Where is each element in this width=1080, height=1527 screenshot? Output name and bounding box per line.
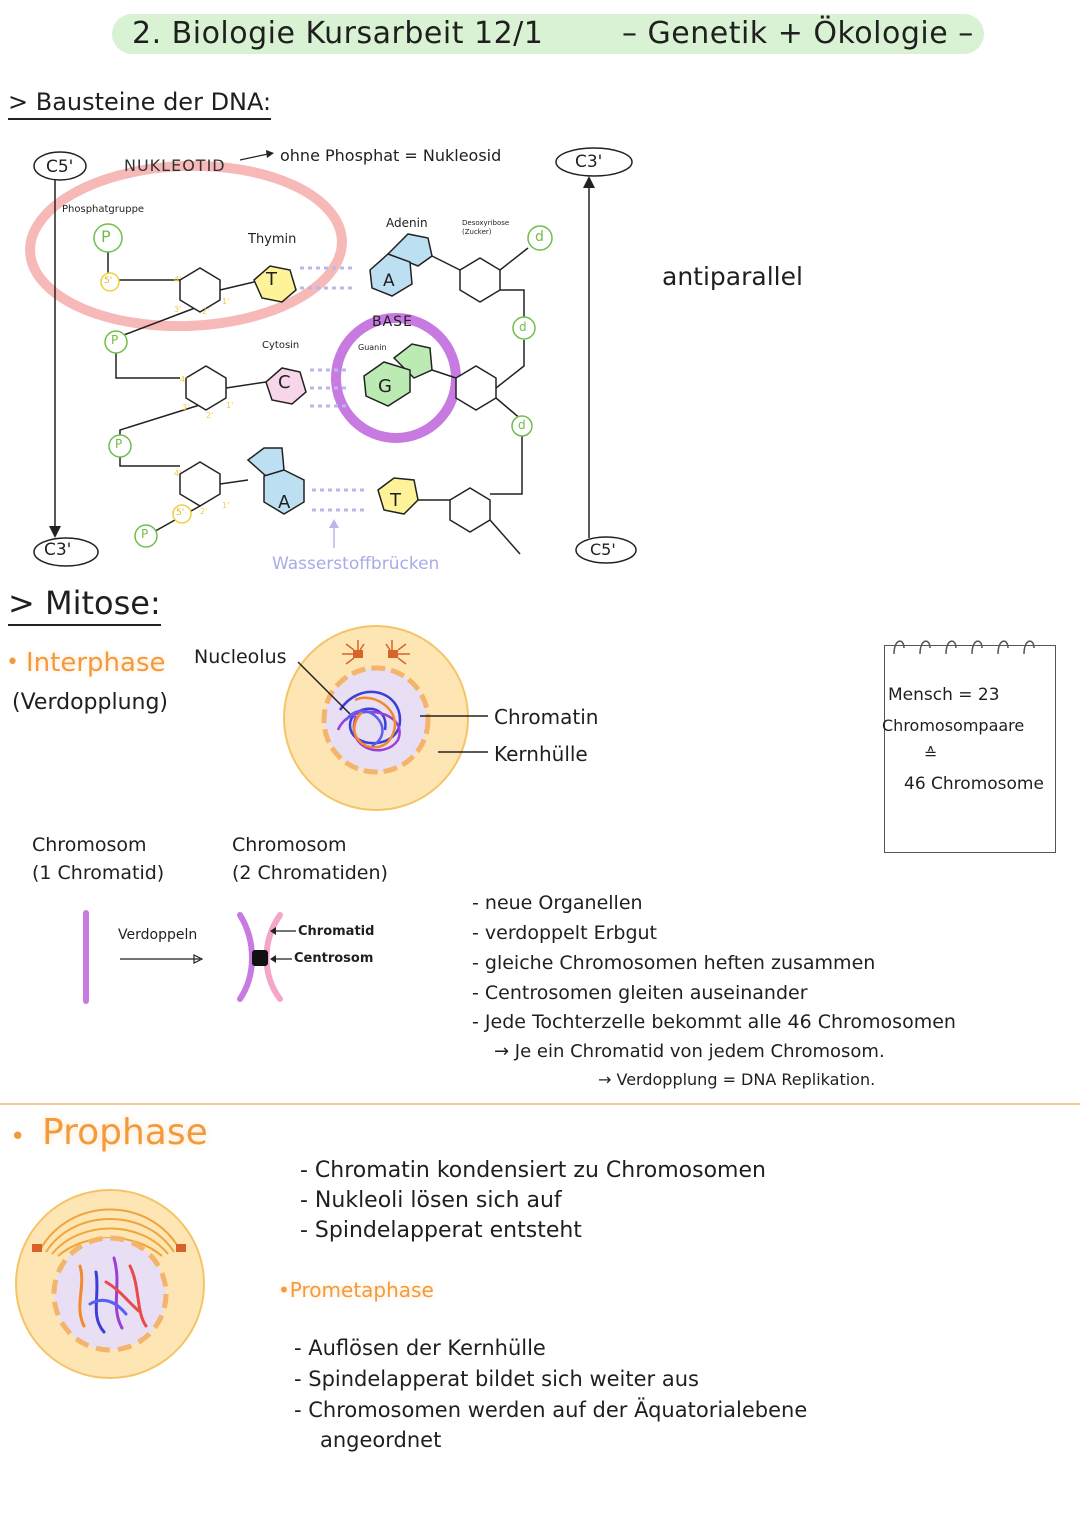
kernhuelle-label: Kernhülle (494, 742, 588, 766)
note-line-1: Mensch = 23 (888, 685, 1000, 705)
base-t-top-letter: T (266, 269, 277, 290)
c3-left-oval (33, 537, 99, 567)
note-line-3: ≙ (924, 744, 938, 763)
note-line-2: Chromosompaare (882, 716, 1025, 735)
dna-heading: > Bausteine der DNA: (8, 88, 272, 120)
nukleotid-ring (25, 160, 347, 332)
page-title: 2. Biologie Kursarbeit 12/1 (132, 16, 544, 51)
phosphate-label: P (101, 227, 111, 246)
section-divider (0, 1103, 1080, 1105)
verdoppeln-label: Verdoppeln (118, 927, 198, 943)
cytosin-label: Cytosin (262, 340, 300, 351)
svg-text:4': 4' (174, 275, 181, 284)
base-cytosin (265, 367, 307, 405)
mitose-list-item: - neue Organellen (472, 892, 643, 914)
c5-left-oval (33, 151, 87, 181)
page-subtitle: – Genetik + Ökologie – (622, 16, 974, 51)
chromosom1-title: Chromosom (32, 834, 147, 856)
desoxyribose-d-label: d (518, 418, 526, 432)
c3-right-label: C3' (575, 152, 603, 172)
prometaphase-list-item: - Auflösen der Kernhülle (294, 1336, 546, 1360)
chromosom-diagram (83, 910, 296, 1004)
note-line-4: 46 Chromosome (904, 774, 1044, 794)
base-t-bottom-letter: T (390, 490, 401, 511)
base-thymin-top (253, 265, 297, 303)
thymin-label: Thymin (248, 232, 297, 247)
prophase-heading: Prophase (42, 1112, 208, 1153)
mitose-list-item: - verdoppelt Erbgut (472, 922, 657, 944)
base-a-bottom-letter: A (278, 492, 291, 513)
prophase-list-item: - Chromatin kondensiert zu Chromosomen (300, 1158, 766, 1183)
chromatid-label: Chromatid (298, 924, 375, 939)
svg-text:1': 1' (226, 401, 233, 410)
mitose-sub-item: → Je ein Chromatid von jedem Chromosom. (494, 1041, 885, 1062)
chromatin-label: Chromatin (494, 705, 599, 729)
prometaphase-list-cont: angeordnet (320, 1428, 442, 1452)
desoxyribose-d-label: d (519, 320, 527, 334)
desoxyribose-label: Desoxyribose (Zucker) (462, 219, 510, 236)
desoxyribose-d-label: d (535, 229, 544, 245)
chromosom2-sub: (2 Chromatiden) (232, 862, 388, 884)
five-prime-label: 5' (104, 276, 113, 286)
base-c-letter: C (278, 372, 291, 393)
prometaphase-title: Prometaphase (289, 1278, 434, 1302)
base-g-letter: G (378, 376, 392, 397)
chromosom1-sub: (1 Chromatid) (32, 862, 165, 884)
phosphate-label: P (115, 437, 123, 451)
ohne-phosphat-label: ohne Phosphat = Nukleosid (280, 146, 502, 165)
mitose-list-item: - Jede Tochterzelle bekommt alle 46 Chro… (472, 1011, 956, 1033)
verdopplung-paren: (Verdopplung) (12, 690, 169, 715)
c3-left-label: C3' (44, 540, 72, 560)
mitose-heading: > Mitose: (8, 584, 161, 626)
c3-right-oval (555, 147, 633, 177)
svg-text:4': 4' (174, 469, 181, 478)
chromosom2-title: Chromosom (232, 834, 347, 856)
base-adenin-top (369, 253, 413, 297)
mitose-list-item: - Centrosomen gleiten auseinander (472, 982, 808, 1004)
nukleotid-label: NUKLEOTID (124, 156, 226, 175)
svg-text:2': 2' (206, 411, 213, 420)
c5-left-label: C5' (46, 157, 74, 177)
phosphatgruppe-label: Phosphatgruppe (62, 204, 145, 215)
title-highlight (112, 14, 984, 54)
interphase-heading: Interphase (26, 648, 166, 678)
notepad-rings (893, 640, 1035, 655)
antiparallel-label: antiparallel (662, 262, 803, 291)
base-label: BASE (372, 314, 413, 330)
svg-text:2': 2' (202, 307, 209, 316)
base-a-top-letter: A (383, 271, 395, 291)
prometaphase-list-item: - Spindelapperat bildet sich weiter aus (294, 1367, 699, 1391)
svg-text:3': 3' (174, 305, 181, 314)
base-guanin (363, 361, 411, 407)
interphase-bullet: • (6, 650, 19, 675)
svg-text:4': 4' (180, 375, 187, 384)
prometaphase-list-item: - Chromosomen werden auf der Äquatoriale… (294, 1398, 808, 1422)
prophase-list-item: - Nukleoli lösen sich auf (300, 1188, 562, 1213)
svg-text:1': 1' (222, 297, 229, 306)
mitose-sub-item: → Verdopplung = DNA Replikation. (598, 1070, 876, 1089)
prophase-list-item: - Spindelapperat entsteht (300, 1218, 582, 1243)
base-adenin-bottom (263, 469, 305, 515)
interphase-cell (283, 625, 488, 811)
prophase-bullet: • (10, 1122, 26, 1152)
mitose-list-item: - gleiche Chromosomen heften zusammen (472, 952, 876, 974)
c5-right-label: C5' (590, 540, 616, 559)
svg-text:3': 3' (182, 403, 189, 412)
c5-right-oval (575, 536, 637, 564)
wasserstoff-label: Wasserstoffbrücken (272, 554, 440, 574)
svg-text:2': 2' (200, 507, 207, 516)
svg-text:1': 1' (222, 501, 229, 510)
centrosom-label: Centrosom (294, 951, 374, 966)
five-prime-label: 5' (176, 508, 185, 518)
phosphate-label: P (111, 333, 119, 347)
dna-diagram: 4' 3' 2' 1' 4' 3' 2' 1' 4' 2' 1' (25, 147, 637, 567)
adenin-label: Adenin (386, 216, 428, 230)
guanin-label: Guanin (358, 343, 387, 352)
prophase-cell (15, 1189, 205, 1379)
nucleolus-label: Nucleolus (194, 646, 287, 668)
prometaphase-heading: •Prometaphase (278, 1278, 434, 1302)
phosphate-label: P (141, 527, 149, 541)
notepad-box (884, 645, 1056, 853)
